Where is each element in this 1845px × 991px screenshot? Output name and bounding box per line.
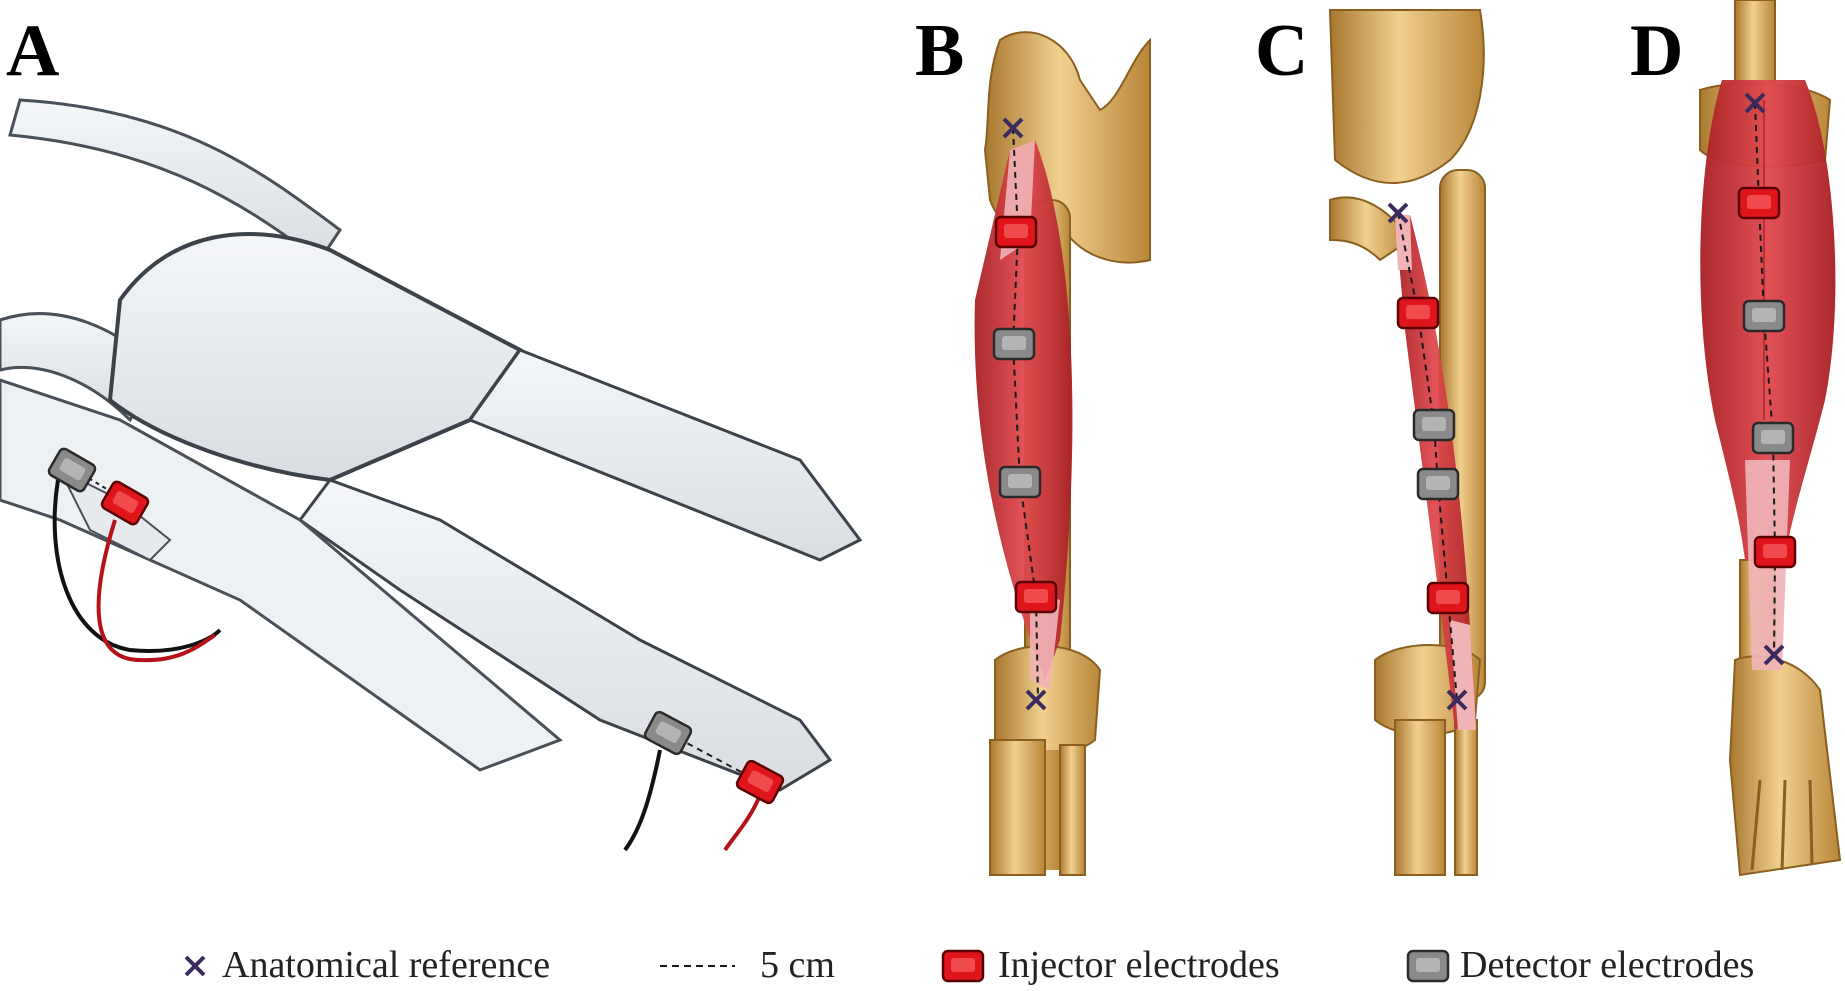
panel-c-muscle	[1387, 202, 1476, 730]
panel-label-a: A	[6, 10, 60, 92]
legend-dashed-line-label: 5 cm	[760, 944, 835, 986]
panel-a-figure	[0, 98, 863, 852]
legend-detector-electrodes: Detector electrodes	[1460, 944, 1755, 986]
panel-label-c: C	[1255, 10, 1309, 92]
legend-anatomical-reference: Anatomical reference	[222, 944, 551, 986]
panel-d-muscle	[1700, 80, 1836, 670]
panel-b-muscle	[974, 117, 1073, 711]
legend: Anatomical reference 5 cm Injector elect…	[0, 940, 1845, 990]
panel-c-skeleton	[1328, 9, 1486, 876]
panel-label-b: B	[915, 10, 965, 92]
panel-label-d: D	[1630, 10, 1684, 92]
legend-injector-electrodes: Injector electrodes	[998, 944, 1280, 986]
